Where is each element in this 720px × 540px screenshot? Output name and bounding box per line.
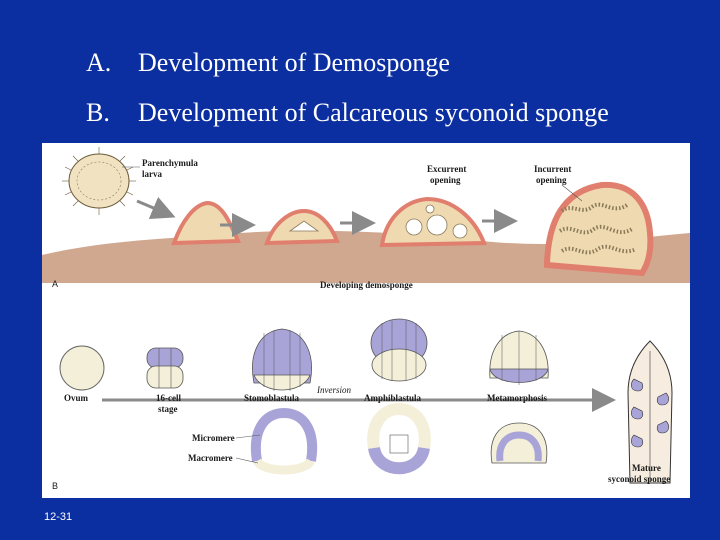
bullet-text-b: Development of Calcareous syconoid spong…	[138, 98, 609, 127]
label-excurrent-line2: opening	[430, 175, 461, 185]
incurrent-leader	[561, 184, 583, 202]
micromere-leader	[235, 434, 261, 439]
demosponge-stage-4	[543, 181, 654, 277]
figure-illustration: Parenchymula larva Excurrent opening Inc…	[42, 147, 690, 491]
label-macromere: Macromere	[188, 453, 233, 463]
panel-b: Ovum 16-cell stage Stomoblastula Inversi…	[52, 318, 673, 491]
label-ovum: Ovum	[64, 393, 89, 403]
bullet-item-a: A. Development of Demosponge	[86, 48, 450, 78]
metamorphosis	[489, 330, 549, 385]
demosponge-stage-2	[264, 208, 340, 246]
panel-b-letter: B	[52, 481, 58, 491]
demosponge-stage-3	[379, 196, 487, 248]
amphiblastula-section	[367, 402, 431, 475]
metamorphosis-section	[490, 422, 548, 464]
bullet-text-a: Development of Demosponge	[138, 48, 450, 77]
label-incurrent-line1: Incurrent	[534, 164, 571, 174]
amphiblastula	[370, 318, 428, 382]
label-amphiblastula: Amphiblastula	[364, 393, 422, 403]
sponge-development-figure: Parenchymula larva Excurrent opening Inc…	[42, 143, 690, 498]
slide-number: 12-31	[44, 511, 73, 523]
stomoblastula	[252, 328, 312, 391]
label-micromere: Micromere	[192, 433, 235, 443]
panel-a: Parenchymula larva Excurrent opening Inc…	[42, 147, 690, 290]
sixteen-cell-stage	[146, 347, 184, 389]
label-excurrent-line1: Excurrent	[427, 164, 466, 174]
label-metamorphosis: Metamorphosis	[487, 393, 547, 403]
label-mature-line2: syconoid sponge	[608, 474, 670, 484]
stomoblastula-section	[250, 407, 318, 475]
label-parenchymula-line2: larva	[142, 169, 162, 179]
bullet-letter-a: A.	[86, 48, 112, 77]
label-16-cell-line2: stage	[158, 404, 178, 414]
panel-a-letter: A	[52, 279, 58, 289]
label-incurrent-line2: opening	[536, 175, 567, 185]
mature-syconoid-sponge	[627, 340, 673, 484]
macromere-leader	[235, 457, 259, 464]
bullet-item-b: B. Development of Calcareous syconoid spo…	[86, 98, 609, 128]
larva-arrow	[136, 196, 176, 220]
parenchymula-larva	[62, 147, 136, 215]
ovum	[59, 345, 105, 391]
bullet-letter-b: B.	[86, 98, 110, 127]
label-inversion: Inversion	[316, 385, 351, 395]
label-mature-line1: Mature	[632, 463, 661, 473]
label-stomoblastula: Stomoblastula	[244, 393, 300, 403]
label-parenchymula-line1: Parenchymula	[142, 158, 198, 168]
label-16-cell-line1: 16-cell	[156, 393, 181, 403]
demosponge-stage-1	[171, 200, 241, 246]
label-developing-demosponge: Developing demosponge	[320, 280, 413, 290]
